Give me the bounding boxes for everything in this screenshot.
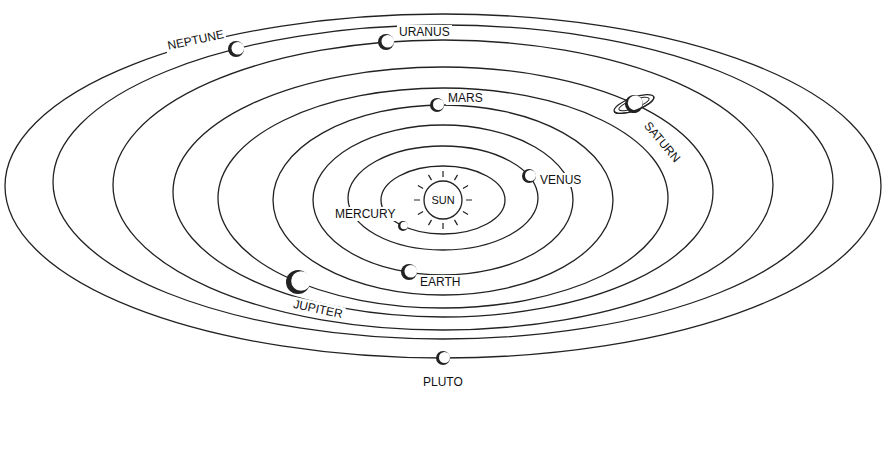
orbit — [218, 88, 668, 308]
orbit — [5, 14, 881, 358]
planet-shadow — [522, 169, 536, 183]
saturn-ring-front — [614, 97, 656, 117]
planet-shadow — [378, 34, 394, 50]
planet-name: EARTH — [418, 275, 462, 289]
planet-shadow — [436, 351, 450, 365]
orbit — [113, 40, 773, 330]
planet-name: SATURN — [640, 117, 684, 166]
planet-face — [382, 35, 395, 48]
planet-shadow — [430, 98, 444, 112]
planet-name: NEPTUNE — [164, 27, 227, 53]
orbit — [348, 146, 538, 250]
planet-name: MERCURY — [333, 207, 397, 221]
planet-face — [439, 352, 450, 363]
planet-name: URANUS — [397, 25, 452, 39]
saturn-ring — [612, 91, 656, 118]
planet-neptune — [228, 41, 244, 57]
planet-face — [626, 93, 645, 112]
planet-saturn — [611, 88, 657, 119]
planet-name: PLUTO — [421, 375, 465, 389]
planet-pluto — [436, 351, 450, 365]
planet-face — [525, 170, 536, 181]
planet-jupiter — [286, 270, 311, 294]
orbit — [273, 105, 613, 295]
planet-name: JUPITER — [290, 297, 346, 322]
planet-earth — [401, 264, 417, 280]
planet-shadow — [228, 41, 244, 57]
planet-shadow — [286, 270, 310, 294]
orbit — [313, 125, 573, 275]
planet-face — [433, 99, 444, 110]
planet-face — [232, 42, 245, 55]
planet-name: MARS — [446, 91, 485, 105]
planet-shadow — [622, 92, 645, 115]
sun-label: SUN — [431, 195, 454, 206]
sun-node: SUN — [423, 180, 463, 220]
planet-face — [400, 222, 408, 230]
planet-venus — [522, 169, 536, 183]
sun-rays — [414, 171, 472, 229]
planet-shadow — [401, 264, 417, 280]
orbit — [173, 67, 713, 317]
planet-mars — [430, 98, 444, 112]
planet-mercury — [398, 221, 408, 231]
sun-circle — [424, 181, 462, 219]
planet-shadow — [398, 221, 408, 231]
planet-face — [405, 265, 418, 278]
orbit-group — [5, 14, 881, 358]
planet-face — [291, 271, 311, 291]
planet-name: VENUS — [538, 173, 583, 187]
planet-uranus — [378, 34, 394, 50]
orbit — [381, 166, 505, 234]
orbit — [53, 25, 833, 339]
